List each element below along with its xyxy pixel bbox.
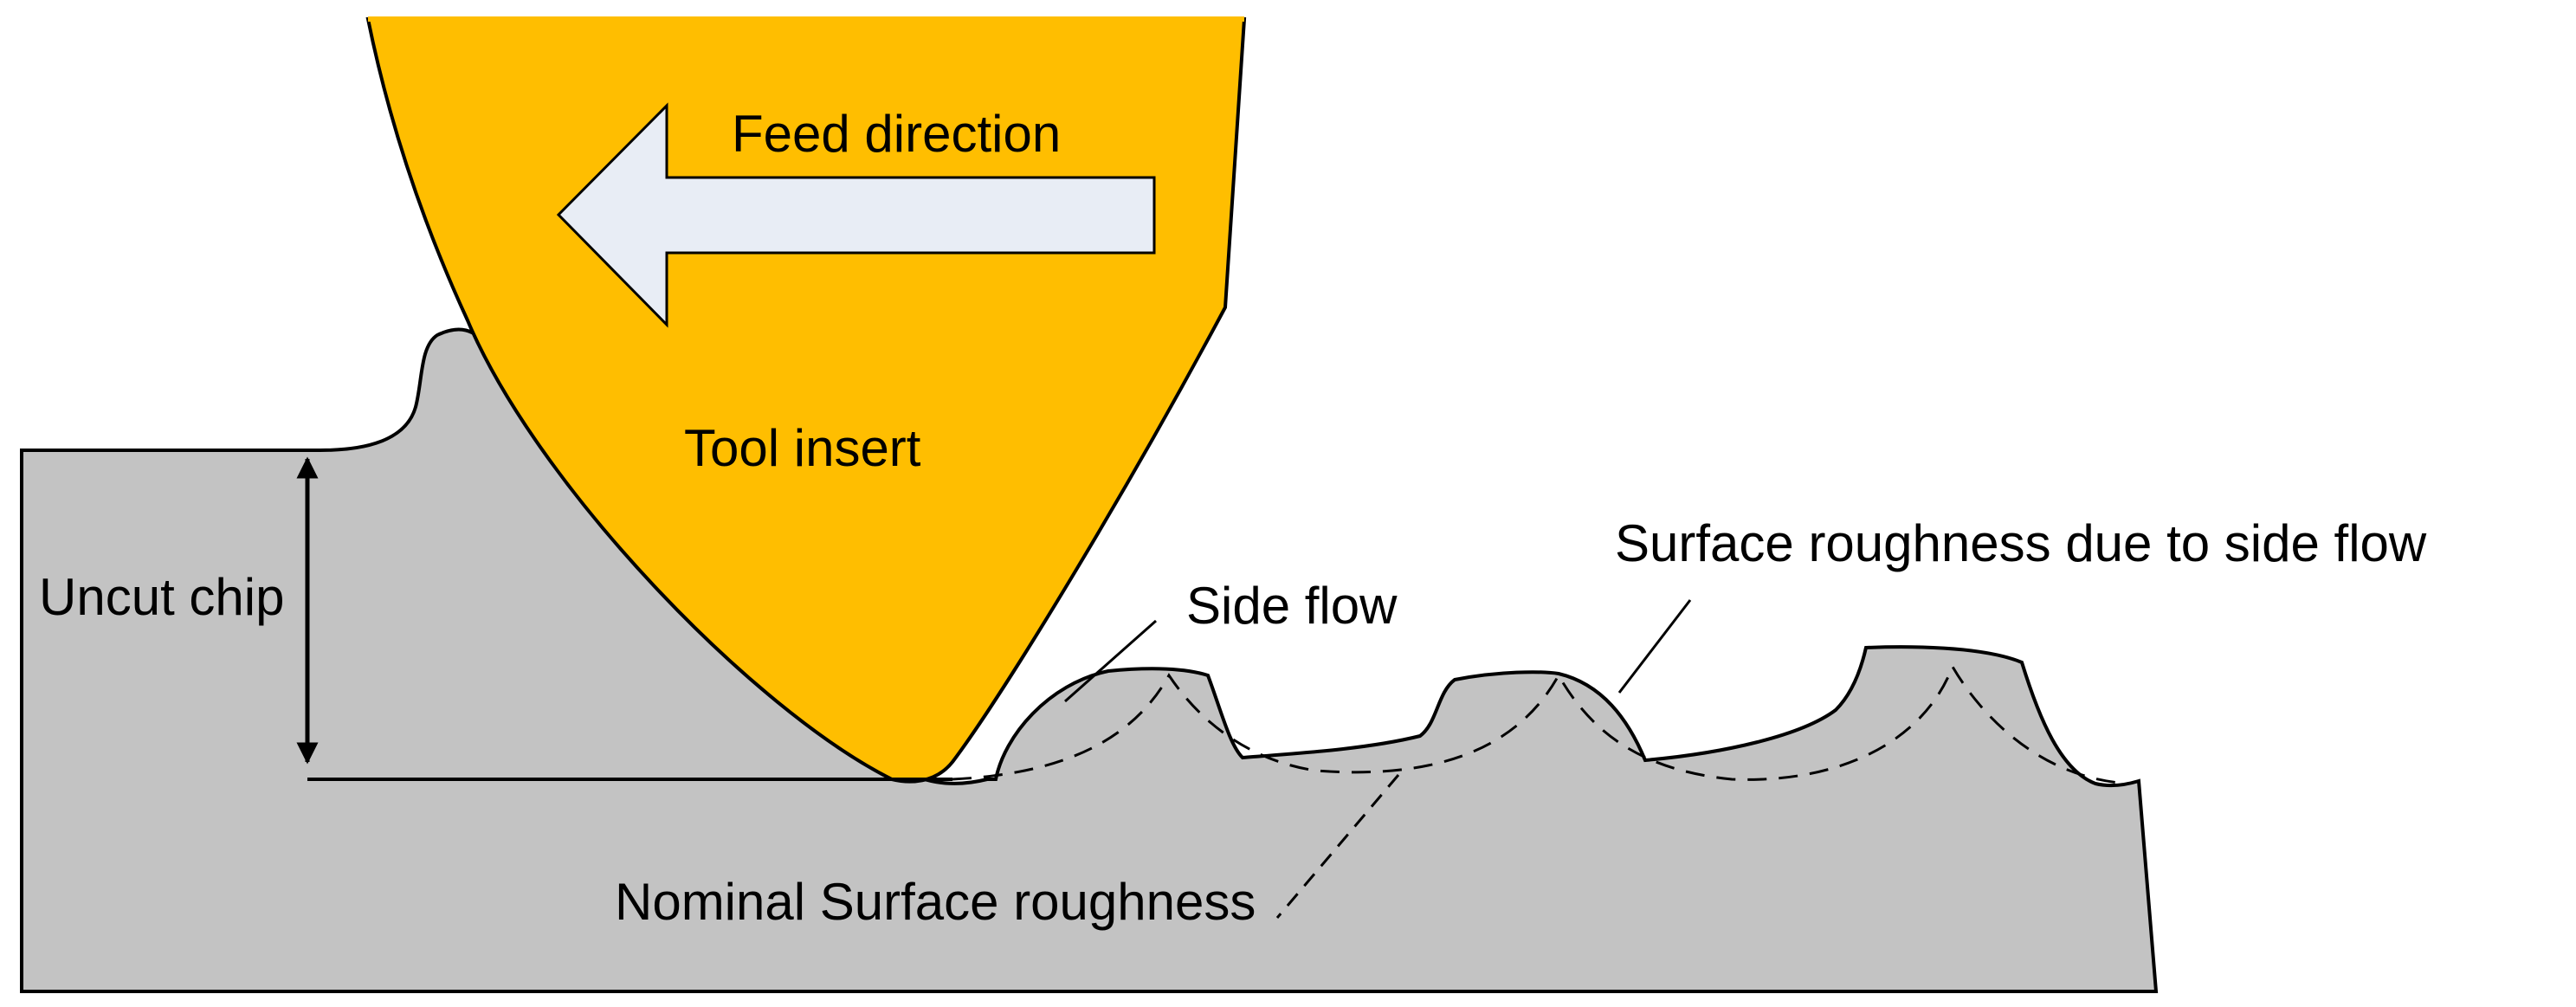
nominal-surface-roughness-label: Nominal Surface roughness [615, 873, 1256, 931]
uncut-chip-label: Uncut chip [39, 568, 284, 626]
tool-insert-label: Tool insert [684, 419, 921, 477]
feed-direction-label: Feed direction [732, 105, 1061, 163]
feed-direction-arrow [556, 102, 1156, 328]
side-flow-bump-arc [994, 669, 1109, 780]
nominal-roughness-dashed-line [952, 663, 2131, 785]
surface-roughness-leader [1617, 599, 1692, 694]
surface-roughness-side-flow-label: Surface roughness due to side flow [1615, 514, 2427, 572]
side-flow-leader [1064, 619, 1157, 703]
side-flow-label: Side flow [1186, 577, 1398, 635]
nominal-roughness-leader [1275, 774, 1400, 919]
